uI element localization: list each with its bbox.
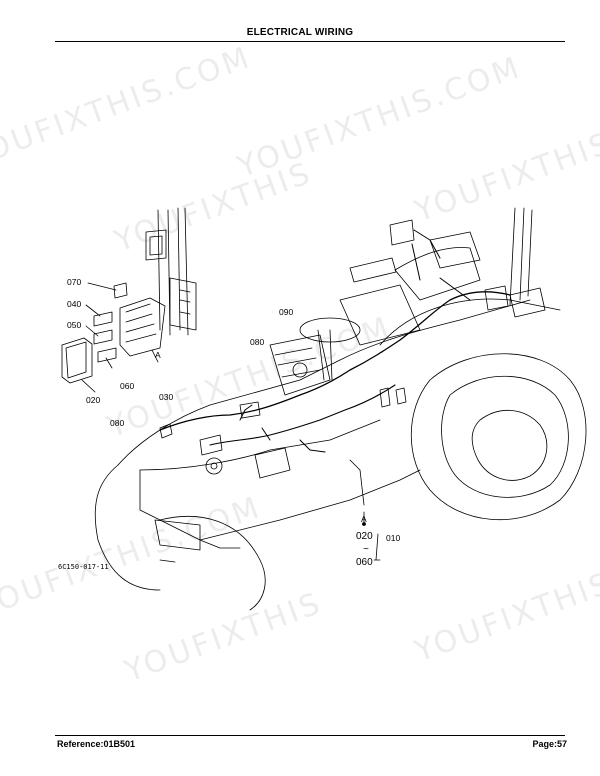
rear-tire <box>410 353 587 521</box>
fuse-bracket <box>169 277 197 331</box>
hood-side <box>139 419 381 471</box>
rops-left <box>157 207 189 336</box>
callout-060: 060 <box>120 381 135 391</box>
rear-hub <box>471 409 548 481</box>
front-wheel-right <box>159 516 266 611</box>
callout-040: 040 <box>67 299 82 309</box>
rops-bracket <box>145 229 167 261</box>
callout-030: 030 <box>159 392 174 402</box>
floor <box>339 284 421 346</box>
steering-wheel <box>299 317 361 343</box>
fuse-cover <box>61 337 93 384</box>
switches <box>379 387 407 408</box>
callout-tilde: ~ <box>363 544 369 555</box>
work-lamp <box>389 219 415 246</box>
tail-lamp-left <box>484 285 509 311</box>
fender <box>379 298 561 346</box>
figure-code: 6C150-017-11 <box>58 563 109 571</box>
dashboard <box>269 334 331 396</box>
seat <box>394 247 481 301</box>
fuses <box>93 311 117 363</box>
hood-bottom <box>139 469 421 541</box>
frame-lines <box>159 539 241 563</box>
callout-080-lower: 080 <box>110 418 125 428</box>
dash-gauge <box>292 362 308 378</box>
callout-080-upper: 080 <box>250 337 265 347</box>
front-axle <box>154 519 201 551</box>
callout-010: 010 <box>386 533 401 543</box>
callout-020-range: 020 <box>356 531 373 542</box>
starter <box>254 447 291 479</box>
fuse-070 <box>113 282 128 299</box>
horn <box>159 423 173 439</box>
callout-050: 050 <box>67 320 82 330</box>
tail-lamp-right <box>509 287 546 318</box>
bracket-010 <box>373 533 381 561</box>
callout-090: 090 <box>279 307 294 317</box>
alternator <box>205 457 223 475</box>
harness-branches <box>239 404 326 453</box>
page-number: Page:57 <box>532 739 567 749</box>
front-wheel-left <box>94 464 161 591</box>
callout-a-top: A <box>155 350 161 360</box>
rops-right <box>509 207 533 306</box>
connector-leader <box>349 459 365 523</box>
fuse-box <box>119 297 166 357</box>
glow-relay <box>239 401 261 419</box>
callout-a-bottom: A <box>361 514 367 524</box>
dash-lines <box>274 347 321 378</box>
main-harness <box>159 291 511 431</box>
header-rule <box>55 41 565 42</box>
reference-label: Reference:01B501 <box>57 739 136 749</box>
seat-cushion <box>349 257 397 283</box>
rear-rim <box>441 375 569 498</box>
callout-060-range: 060 <box>356 557 373 568</box>
footer-rule <box>55 735 565 736</box>
callout-020: 020 <box>86 395 101 405</box>
leader-lines <box>81 282 159 393</box>
callout-070: 070 <box>67 277 82 287</box>
steering-column <box>317 329 333 381</box>
fuse-rows <box>125 303 157 343</box>
seat-back <box>429 231 481 269</box>
sub-harness <box>209 384 396 446</box>
rear-harness <box>411 229 471 301</box>
hood-line <box>117 299 531 466</box>
page-title: ELECTRICAL WIRING <box>246 27 354 38</box>
starter-relay <box>199 434 223 456</box>
